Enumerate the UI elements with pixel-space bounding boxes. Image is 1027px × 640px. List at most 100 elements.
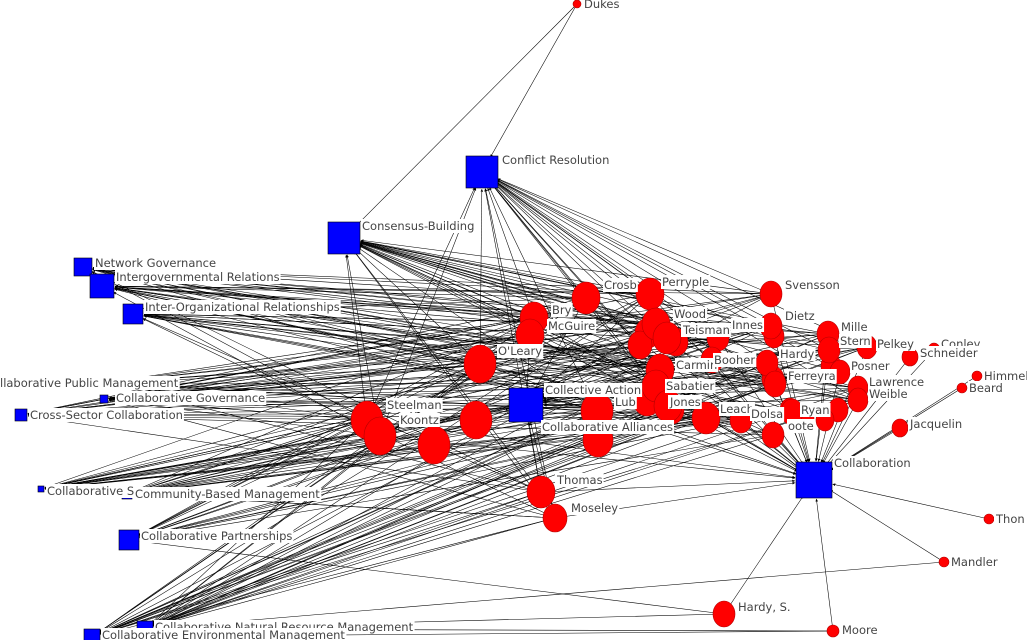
edge-teisman-to-collaborative-partnerships xyxy=(139,337,668,537)
edge-mandler-to-collaborative-natural-resource-management xyxy=(153,561,945,630)
author-koontz-label-text: Koontz xyxy=(400,413,439,427)
edge-hardy-to-cross-sector-collaboration xyxy=(27,362,768,416)
edge-pelkey-to-collaborative-partnerships xyxy=(139,346,868,538)
concept-network-governance-label-text: Network Governance xyxy=(95,256,216,270)
author-stern-label-bg xyxy=(839,334,872,348)
edge-dukes-to-conflict-resolution xyxy=(490,3,578,158)
edge-sabatier-to-collaborative-s xyxy=(44,385,657,490)
author-jacquelin-label: Jacquelin xyxy=(908,417,964,431)
author-foote-label-text: oote xyxy=(788,419,814,433)
author-svensson-label-text: Svensson xyxy=(785,278,840,292)
author-wood-label: Wood xyxy=(673,307,708,321)
author-lawrence-label-text: Lawrence xyxy=(869,375,924,389)
author-dietz-label-text: Dietz xyxy=(785,309,815,323)
author-node-leach xyxy=(691,401,721,435)
author-dietz-label-bg xyxy=(784,309,816,323)
author-schneider-label: Schneider xyxy=(919,346,979,360)
edge-carmin-to-inter-organizational-relationships xyxy=(143,314,661,371)
edge-thomas-to-collaborative-natural-resource-management xyxy=(153,491,542,627)
edge-oleary-to-community-based-management xyxy=(132,363,481,493)
concept-node-collaboration xyxy=(795,461,833,499)
author-jacquelin-label-bg xyxy=(908,417,964,431)
edge-lawrence-to-network-governance xyxy=(92,267,859,389)
concept-collaborative-partnerships-label-bg xyxy=(140,529,294,543)
author-node-koontz xyxy=(363,416,397,456)
edge-mandler-to-collaboration xyxy=(829,489,945,563)
edge-moseley-to-consensus-building xyxy=(354,251,556,519)
concept-node-intergovernmental-relations xyxy=(89,273,115,299)
author-ryan-label: Ryan xyxy=(800,403,831,417)
author-posner-label-text: Posner xyxy=(851,359,890,373)
edge-thomas-to-inter-organizational-relationships xyxy=(142,318,542,493)
concept-cross-sector-collaboration-label-text: Cross-Sector Collaboration xyxy=(30,408,183,422)
author-steelman-label: Steelman xyxy=(386,398,443,412)
author-posner-label-bg xyxy=(850,359,891,373)
concept-network-governance-label-bg xyxy=(94,256,218,270)
edge-crosby-to-collaborative-s xyxy=(44,297,587,489)
author-weible-label-text: Weible xyxy=(869,387,908,401)
author-pelkey-label-bg xyxy=(876,337,916,351)
concept-consensus-building-label: Consensus-Building xyxy=(361,219,476,233)
author-jacquelin-label-text: Jacquelin xyxy=(909,417,962,431)
edge-perry-to-consensus-building xyxy=(360,240,651,295)
edge-teisman-to-consensus-building xyxy=(360,242,668,339)
edge-oleary-to-conflict-resolution xyxy=(479,188,484,365)
author-booher-label: Booher xyxy=(713,353,757,367)
author-innes-label-text: Innes xyxy=(732,318,763,332)
concept-collaborative-governance-label: Collaborative Governance xyxy=(115,391,267,405)
concept-collaborative-governance-label-bg xyxy=(115,391,267,405)
author-bryson-label-text: Bry xyxy=(552,303,572,317)
author-crosby-label-text: Crosb xyxy=(604,278,637,292)
author-dolsak-label: Dolsa xyxy=(750,407,785,421)
concept-collaboration-label: Collaboration xyxy=(833,456,912,470)
author-pelkey-label: Pelkey xyxy=(876,337,916,351)
edge-ryan-to-community-based-management xyxy=(132,411,793,495)
concept-node-consensus-building xyxy=(327,221,361,255)
author-booher-label-bg xyxy=(713,353,757,367)
author-leach-label: Leach xyxy=(719,402,755,416)
edge-steelman-to-collaborative-s xyxy=(44,419,368,489)
author-lubell-label-text: Lub xyxy=(615,395,636,409)
author-dukes-label-text: Dukes xyxy=(584,0,619,11)
author-carmin-label: Carmin xyxy=(675,358,719,372)
author-pelkey-label-text: Pelkey xyxy=(877,337,914,351)
concept-intergovernmental-relations-label-bg xyxy=(115,270,281,284)
author-carmin-label-text: Carmin xyxy=(676,358,717,372)
edge-thomas-to-consensus-building xyxy=(354,251,542,493)
concept-conflict-resolution-label-bg xyxy=(501,153,611,167)
edge-moore-to-collaboration xyxy=(815,498,834,632)
edge-moseley-to-collaborative-environmental-management xyxy=(100,517,556,636)
edge-oleary-to-inter-organizational-relationships xyxy=(143,314,481,365)
author-steelman-label-text: Steelman xyxy=(387,398,442,412)
author-thomas-label-bg xyxy=(555,473,604,487)
edge-innes-to-collaborative-public-management xyxy=(107,337,719,384)
author-innes-label-bg xyxy=(731,318,765,332)
concept-collaboration-label-text: Collaboration xyxy=(834,456,911,470)
author-innes-label: Innes xyxy=(731,318,765,332)
edge-hardy-s-to-collaborative-partnerships xyxy=(139,540,725,615)
concept-collaborative-environmental-management-label: Collaborative Environmental Management xyxy=(101,628,347,640)
author-moseley-label-text: Moseley xyxy=(571,501,618,515)
edge-perry-to-collaborative-environmental-management xyxy=(99,293,651,633)
concept-node-collective-action xyxy=(508,387,544,423)
edge-lubell-to-conflict-resolution xyxy=(489,187,598,412)
concept-collective-action-label-text: Collective Action xyxy=(545,383,641,397)
author-thomas-label-text: Thomas xyxy=(556,473,603,487)
concept-community-based-management-label-text: Community-Based Management xyxy=(135,487,320,501)
author-teisman-label: Teisman xyxy=(681,323,731,337)
edge-sabatier-to-conflict-resolution xyxy=(492,185,657,387)
author-perry-label-text: Perryple xyxy=(662,275,709,289)
author-jones-label-text: Jones xyxy=(669,395,701,409)
edge-jones-to-consensus-building xyxy=(358,245,669,407)
author-node-oleary xyxy=(463,344,497,384)
edge-teisman-to-conflict-resolution xyxy=(494,183,668,339)
concept-cross-sector-collaboration-label: Cross-Sector Collaboration xyxy=(29,408,184,422)
edge-dietz-to-conflict-resolution xyxy=(496,179,772,327)
author-oleary-label-bg xyxy=(497,344,544,358)
author-koontz-label: Koontz xyxy=(399,413,440,427)
author-svensson-label: Svensson xyxy=(784,278,841,292)
author-booher-label-text: Booher xyxy=(714,353,755,367)
author-moore-label-text: Moore xyxy=(842,623,878,637)
